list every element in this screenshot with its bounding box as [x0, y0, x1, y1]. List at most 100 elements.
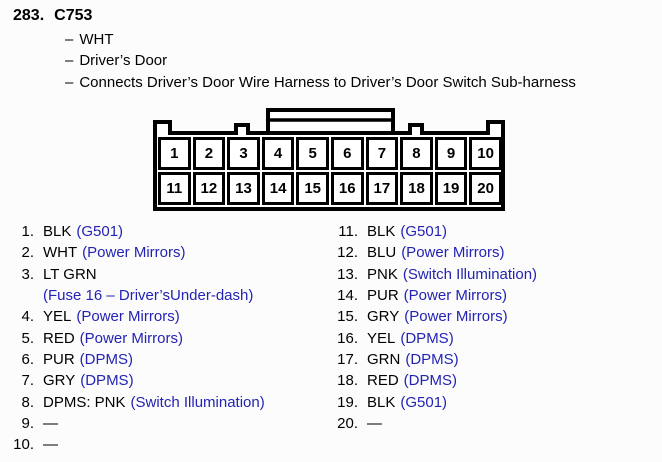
- pin-list-left: 1.BLK(G501)2.WHT(Power Mirrors)3.LT GRN(…: [12, 221, 334, 456]
- pin-wire-color: —: [43, 436, 58, 454]
- pin-row: 3. LT GRN(Fuse 16 – Driver’sUnder-dash): [12, 264, 334, 307]
- pin-description: PNK(Switch Illumination): [367, 264, 537, 285]
- pin-description: —: [43, 413, 58, 434]
- pin-description: BLK(G501): [367, 392, 447, 413]
- pin-number: 15.: [337, 308, 358, 326]
- connector-pin-cell: 17: [365, 172, 399, 205]
- pin-description: PUR(DPMS): [43, 349, 133, 370]
- pin-reference-link: (Switch Illumination): [402, 265, 538, 283]
- connector-pin-cell: 16: [330, 172, 364, 205]
- pin-wire-color: WHT: [43, 244, 78, 262]
- pin-reference-link: (DPMS): [80, 372, 134, 390]
- pin-reference-link: (DPMS): [405, 351, 459, 369]
- pin-row: 2. WHT(Power Mirrors): [12, 242, 334, 263]
- pin-wire-color: LT GRN: [43, 265, 97, 283]
- pin-reference-link: (G501): [76, 223, 124, 240]
- pin-description: WHT(Power Mirrors): [43, 242, 186, 263]
- entry-number: 283.: [13, 7, 45, 24]
- pin-row: 5. RED(Power Mirrors): [12, 328, 334, 349]
- dash-prefix: –: [65, 73, 74, 91]
- pin-reference-link: (DPMS): [79, 351, 133, 369]
- pin-wire-color: BLK: [367, 393, 396, 411]
- pin-row: 14.PUR(Power Mirrors): [336, 285, 658, 306]
- connector-pin-cell: 14: [261, 172, 295, 205]
- pin-wire-color: RED: [43, 329, 75, 347]
- pin-number: 9.: [21, 415, 34, 433]
- pin-row: 13. PNK(Switch Illumination): [336, 264, 658, 285]
- pin-wire-color: BLK: [43, 223, 72, 240]
- pin-reference-link: (Power Mirrors): [401, 244, 505, 262]
- pin-reference-link: (G501): [400, 393, 448, 411]
- connector-pin-cell: 2: [192, 137, 226, 170]
- pin-reference-link: (Power Mirrors): [82, 244, 186, 262]
- pin-reference-link: (Power Mirrors): [76, 308, 180, 326]
- detail-line-location: –Driver’s Door: [65, 50, 576, 71]
- pin-row: 8. DPMS: PNK(Switch Illumination): [12, 392, 334, 413]
- pin-wire-color: PUR: [43, 351, 75, 369]
- connector-heading: 283. C753: [13, 6, 92, 26]
- pin-reference-link: (Power Mirrors): [79, 329, 184, 347]
- pin-number: 13.: [337, 265, 358, 283]
- connector-details: –WHT –Driver’s Door –Connects Driver’s D…: [65, 29, 576, 93]
- pin-number: 17.: [337, 351, 358, 369]
- pin-number: 7.: [21, 372, 34, 390]
- pin-wire-color: YEL: [367, 329, 396, 347]
- connector-pin-cell: 1: [158, 137, 191, 170]
- dash-prefix: –: [65, 31, 74, 48]
- pin-row: 16. YEL(DPMS): [336, 328, 658, 349]
- dash-prefix: –: [65, 52, 74, 70]
- pin-row: 1. BLK(G501): [12, 221, 334, 242]
- detail-text: Connects Driver’s Door Wire Harness to D…: [79, 73, 576, 91]
- pin-row: 7. GRY(DPMS): [12, 370, 334, 391]
- detail-text: Driver’s Door: [79, 52, 168, 70]
- pin-number: 2.: [21, 244, 34, 262]
- connector-pin-cell: 12: [192, 172, 226, 205]
- connector-pin-cell: 4: [261, 137, 295, 170]
- connector-pin-cell: 18: [400, 172, 433, 205]
- pin-description: —: [43, 434, 58, 455]
- pin-wire-color: BLK: [367, 223, 396, 240]
- connector-pin-cell: 19: [434, 172, 468, 205]
- detail-text: WHT: [79, 31, 114, 48]
- pin-wire-color: BLU: [367, 244, 397, 262]
- pin-reference-link: (DPMS): [400, 329, 454, 347]
- pin-number: 3.: [21, 265, 34, 283]
- pin-description: —: [367, 413, 382, 434]
- pin-reference-link: (DPMS): [403, 372, 457, 390]
- connector-pin-cell: 7: [365, 137, 399, 170]
- pin-wire-color: DPMS: PNK: [43, 393, 126, 411]
- pin-number: 16.: [337, 329, 358, 347]
- pin-reference-link: (G501): [400, 223, 448, 240]
- pin-wire-color: GRY: [43, 372, 76, 390]
- pin-description: RED(Power Mirrors): [43, 328, 183, 349]
- pin-row: 6. PUR(DPMS): [12, 349, 334, 370]
- pin-number: 19.: [337, 393, 358, 411]
- pin-number: 14.: [337, 287, 358, 305]
- pin-number: 1.: [21, 223, 34, 240]
- pin-row: 10.—: [12, 434, 334, 455]
- detail-line-function: –Connects Driver’s Door Wire Harness to …: [65, 72, 576, 93]
- pin-wire-color: PNK: [367, 265, 398, 283]
- connector-pin-cell: 13: [227, 172, 260, 205]
- connector-pin-cell: 11: [158, 172, 191, 205]
- pin-number: 6.: [21, 351, 34, 369]
- connector-pin-cell: 3: [227, 137, 260, 170]
- pin-description: BLK(G501): [43, 221, 123, 242]
- pin-number: 5.: [21, 329, 34, 347]
- pin-number: 8.: [21, 393, 34, 411]
- pin-reference-link: (Power Mirrors): [404, 308, 508, 326]
- pin-wire-color: GRN: [367, 351, 401, 369]
- connector-id: C753: [54, 7, 93, 24]
- pin-description: LT GRN(Fuse 16 – Driver’sUnder-dash): [43, 264, 253, 307]
- pin-row: 17. GRN(DPMS): [336, 349, 658, 370]
- pin-description: DPMS: PNK(Switch Illumination): [43, 392, 265, 413]
- pin-description: GRN(DPMS): [367, 349, 459, 370]
- pin-list-right: 11.BLK(G501)12.BLU(Power Mirrors)13.PNK(…: [336, 221, 658, 434]
- pin-description: BLU(Power Mirrors): [367, 242, 505, 263]
- pin-wire-color: GRY: [367, 308, 400, 326]
